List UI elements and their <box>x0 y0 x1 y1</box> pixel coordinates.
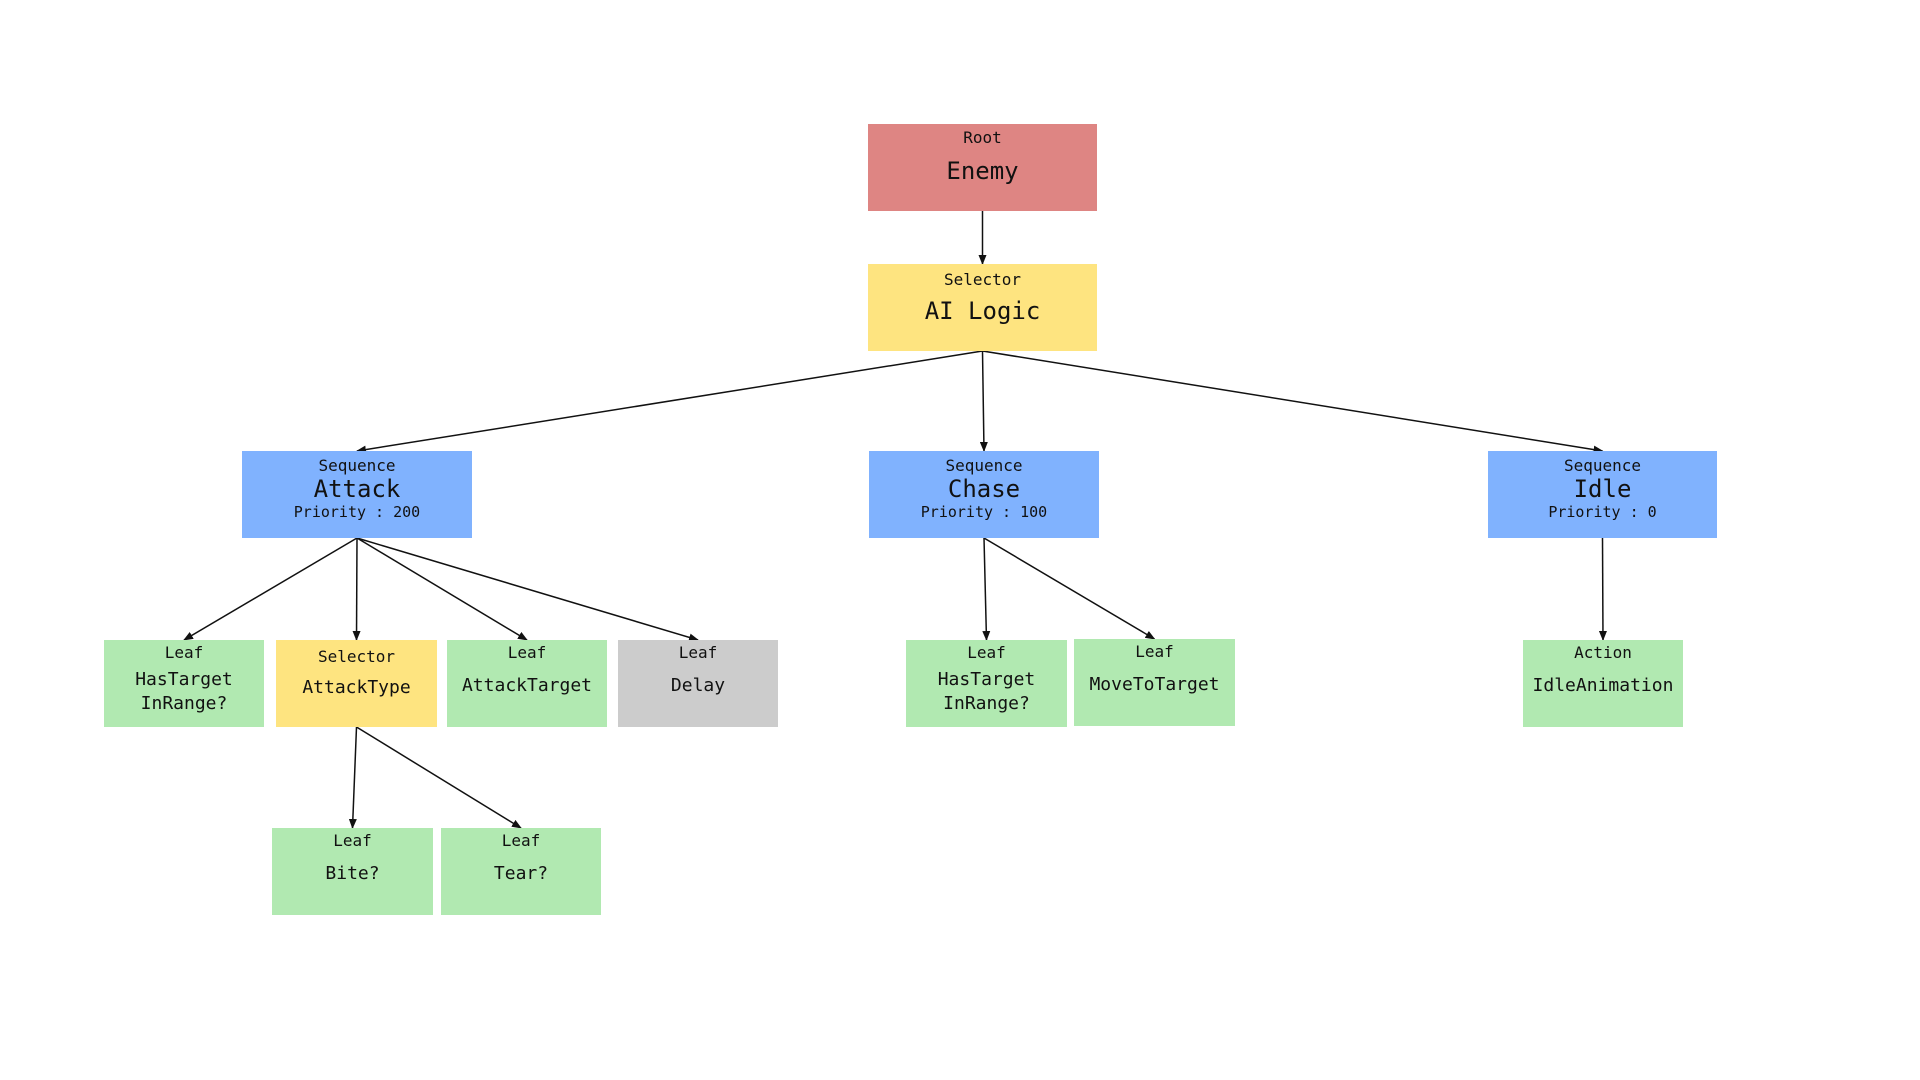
node-kind: Sequence <box>1563 456 1642 475</box>
edge-chase-to-chase_has_target <box>982 537 991 641</box>
node-kind: Root <box>963 128 1002 147</box>
edge-attack-to-attack_has_target <box>183 537 358 641</box>
edge-ai_logic-to-chase <box>979 350 988 452</box>
node-label: Enemy <box>946 157 1019 185</box>
node-selector-ai-logic[interactable]: Selector AI Logic <box>868 264 1097 351</box>
node-label: Delay <box>670 675 726 696</box>
node-label: Chase <box>947 475 1021 503</box>
node-kind: Sequence <box>945 456 1023 475</box>
node-selector-attack-type[interactable]: Selector AttackType <box>276 640 437 727</box>
node-label: Tear? <box>493 863 549 884</box>
node-priority: Priority : 0 <box>1548 503 1657 521</box>
node-root-enemy[interactable]: Root Enemy <box>868 124 1097 211</box>
node-kind: Leaf <box>333 831 372 850</box>
node-label: HasTarget InRange? <box>937 669 1036 714</box>
node-sequence-attack[interactable]: Sequence Attack Priority : 200 <box>242 451 472 538</box>
node-label: AttackTarget <box>461 675 593 696</box>
edge-chase-to-move_to_target <box>983 537 1156 640</box>
node-leaf-attack-target[interactable]: Leaf AttackTarget <box>447 640 607 727</box>
node-leaf-delay[interactable]: Leaf Delay <box>618 640 778 727</box>
node-kind: Leaf <box>1135 642 1174 661</box>
edge-attack-to-attack_type <box>352 537 361 641</box>
node-label: AttackType <box>302 677 411 698</box>
edge-ai_logic-to-idle <box>982 350 1604 454</box>
node-priority: Priority : 100 <box>920 503 1048 521</box>
node-label: IdleAnimation <box>1532 675 1674 696</box>
node-label: Attack <box>313 475 401 503</box>
edge-attack-to-attack_target <box>356 537 528 641</box>
node-sequence-chase[interactable]: Sequence Chase Priority : 100 <box>869 451 1099 538</box>
node-label: MoveToTarget <box>1089 674 1220 695</box>
node-priority: Priority : 200 <box>293 503 421 521</box>
node-leaf-chase-has-target-in-range[interactable]: Leaf HasTarget InRange? <box>906 640 1067 727</box>
node-label: Bite? <box>325 863 380 884</box>
node-leaf-attack-has-target-in-range[interactable]: Leaf HasTarget InRange? <box>104 640 264 727</box>
node-leaf-move-to-target[interactable]: Leaf MoveToTarget <box>1074 639 1235 726</box>
edge-attack_type-to-tear <box>356 726 522 829</box>
node-kind: Selector <box>943 270 1022 289</box>
node-kind: Leaf <box>967 643 1006 662</box>
node-kind: Selector <box>317 647 396 666</box>
node-kind: Sequence <box>318 456 396 475</box>
node-leaf-bite[interactable]: Leaf Bite? <box>272 828 433 915</box>
node-sequence-idle[interactable]: Sequence Idle Priority : 0 <box>1488 451 1717 538</box>
node-kind: Leaf <box>507 643 547 662</box>
node-kind: Leaf <box>678 643 718 662</box>
node-kind: Leaf <box>501 831 541 850</box>
edge-idle-to-idle_animation <box>1598 537 1607 641</box>
node-label: HasTarget InRange? <box>135 669 233 714</box>
edge-attack_type-to-bite <box>348 726 358 829</box>
node-leaf-tear[interactable]: Leaf Tear? <box>441 828 601 915</box>
node-action-idle-animation[interactable]: Action IdleAnimation <box>1523 640 1683 727</box>
node-label: AI Logic <box>924 297 1041 325</box>
edge-ai_logic-to-attack <box>356 350 983 454</box>
node-label: Idle <box>1573 475 1632 503</box>
node-kind: Action <box>1574 643 1632 662</box>
edge-attack-to-delay <box>356 537 699 642</box>
node-kind: Leaf <box>164 643 204 662</box>
